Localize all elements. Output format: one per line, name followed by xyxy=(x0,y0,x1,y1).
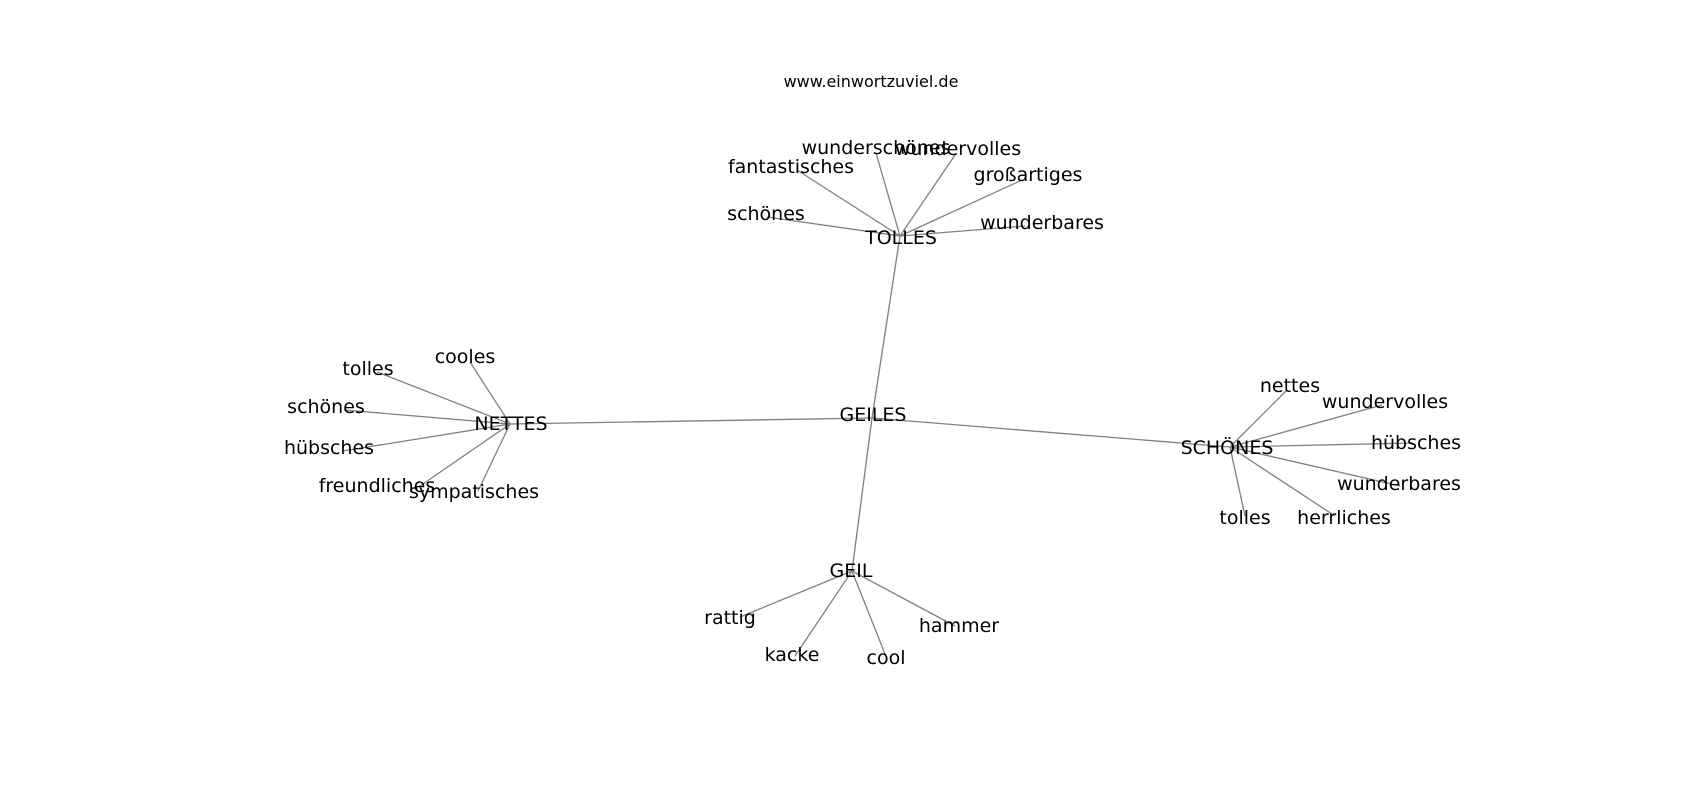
node-label-nettes_hub: NETTES xyxy=(474,413,547,435)
edge-geiles-schoenes_hub xyxy=(871,417,1231,448)
edge-tolles_hub-t_wunderschoenes xyxy=(875,152,901,237)
edge-geiles-tolles_hub xyxy=(871,235,901,419)
node-label-schoenes_hub: SCHÖNES xyxy=(1181,436,1274,459)
node-label-s_tolles: tolles xyxy=(1219,507,1270,529)
node-label-s_herrliches: herrliches xyxy=(1297,507,1391,529)
node-label-tolles_hub: TOLLES xyxy=(864,227,937,249)
node-label-g_rattig: rattig xyxy=(704,607,756,629)
edge-schoenes_hub-s_herrliches xyxy=(1229,446,1336,517)
node-label-t_wunderschoenes: wunderschönes xyxy=(802,137,951,159)
edge-nettes_hub-n_cooles xyxy=(469,361,511,425)
node-label-n_schoenes: schönes xyxy=(287,396,365,418)
node-label-t_grossartiges: großartiges xyxy=(974,164,1083,186)
node-label-n_freundliches: freundliches xyxy=(319,475,436,497)
edge-schoenes_hub-s_wunderbares xyxy=(1229,446,1401,487)
node-label-t_wundervolles: wundervolles xyxy=(895,138,1021,160)
edge-geil_hub-g_rattig xyxy=(739,570,853,618)
edge-nettes_hub-n_tolles xyxy=(376,371,511,425)
edge-tolles_hub-t_grossartiges xyxy=(899,179,1023,237)
node-label-g_hammer: hammer xyxy=(919,615,999,637)
edge-geil_hub-g_kacke xyxy=(794,570,853,657)
edge-tolles_hub-t_fantastisches xyxy=(796,169,901,237)
edge-schoenes_hub-s_huebsches xyxy=(1229,442,1414,448)
edge-tolles_hub-t_schoenes xyxy=(766,216,901,237)
node-label-n_huebsches: hübsches xyxy=(284,437,374,459)
node-label-t_schoenes: schönes xyxy=(727,203,805,225)
node-label-t_fantastisches: fantastisches xyxy=(728,156,854,178)
node-label-s_nettes: nettes xyxy=(1260,375,1320,397)
edge-geiles-nettes_hub xyxy=(509,417,873,425)
node-label-geil_hub: GEIL xyxy=(830,560,873,582)
node-label-g_cool: cool xyxy=(867,647,906,669)
node-label-geiles: GEILES xyxy=(840,404,907,426)
edge-schoenes_hub-s_tolles xyxy=(1229,446,1246,517)
node-label-n_cooles: cooles xyxy=(435,346,496,368)
node-label-s_wunderbares: wunderbares xyxy=(1337,473,1461,495)
edge-geil_hub-g_cool xyxy=(851,570,888,660)
page-title: www.einwortzuviel.de xyxy=(783,72,959,91)
edge-nettes_hub-n_huebsches xyxy=(342,423,511,452)
edge-tolles_hub-t_wunderbares xyxy=(899,225,1026,237)
edge-nettes_hub-n_sympatisches xyxy=(477,423,511,492)
node-label-n_sympatisches: sympatisches xyxy=(409,481,539,503)
edge-geil_hub-g_hammer xyxy=(851,570,956,627)
node-label-s_wundervolles: wundervolles xyxy=(1322,391,1448,413)
edge-tolles_hub-t_wundervolles xyxy=(899,154,956,237)
node-label-n_tolles: tolles xyxy=(342,358,393,380)
node-label-g_kacke: kacke xyxy=(765,644,820,666)
edge-geiles-geil_hub xyxy=(851,417,873,572)
labels-layer: GEILES TOLLES NETTES SCHÖNES GEIL wunderschön… xyxy=(284,137,1461,669)
node-label-t_wunderbares: wunderbares xyxy=(980,212,1104,234)
edge-schoenes_hub-s_wundervolles xyxy=(1229,404,1383,448)
edge-schoenes_hub-s_nettes xyxy=(1229,390,1287,448)
edge-nettes_hub-n_schoenes xyxy=(343,409,511,425)
node-label-s_huebsches: hübsches xyxy=(1371,432,1461,454)
edges-layer xyxy=(342,152,1414,660)
edge-nettes_hub-n_freundliches xyxy=(419,423,511,487)
